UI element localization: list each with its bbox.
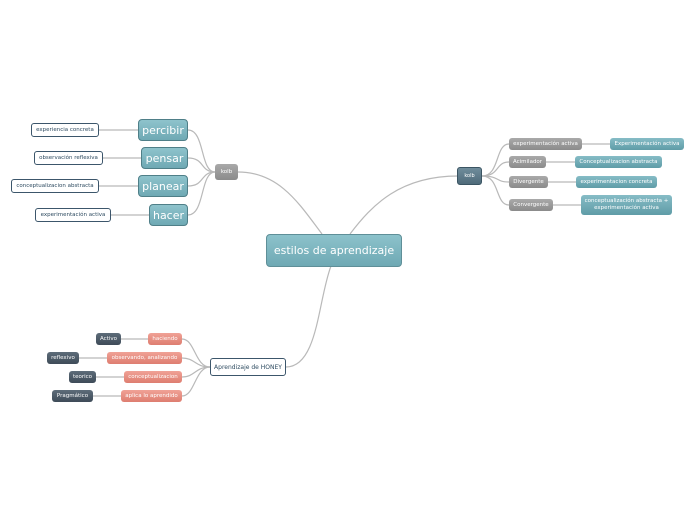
kolb-style-detail-experimentacion[interactable]: Experimentación activa — [610, 138, 684, 150]
branch-kolb-left[interactable]: kolb — [215, 164, 238, 180]
connector-central-kolb-right — [349, 175, 459, 235]
central-topic[interactable]: estilos de aprendizaje — [266, 234, 402, 267]
kolb-detail-conceptualizacion[interactable]: conceptualizacion abstracta — [11, 179, 99, 193]
kolb-style-acimilador[interactable]: Acimilador — [509, 156, 546, 168]
kolb-item-hacer[interactable]: hacer — [149, 204, 188, 226]
kolb-detail-experimentacion[interactable]: experimentación activa — [35, 208, 111, 222]
honey-style-reflexivo[interactable]: reflexivo — [47, 352, 79, 364]
honey-action-observando[interactable]: observando, analizando — [107, 352, 182, 364]
kolb-style-detail-convergente[interactable]: conceptualización abstracta + experiment… — [581, 195, 672, 215]
kolb-item-pensar[interactable]: pensar — [141, 147, 188, 169]
connector-central-honey — [285, 265, 332, 368]
honey-action-haciendo[interactable]: haciendo — [148, 333, 182, 345]
kolb-item-percibir[interactable]: percibir — [138, 119, 188, 141]
connector-central-kolb-left — [237, 171, 323, 235]
kolb-style-detail-acimilador[interactable]: Conceptualizacion abstracta — [575, 156, 662, 168]
kolb-detail-experiencia[interactable]: experiencia concreta — [31, 123, 99, 137]
kolb-style-detail-divergente[interactable]: experimentacion concreta — [576, 176, 657, 188]
honey-action-aplica[interactable]: aplica lo aprendido — [121, 390, 182, 402]
kolb-item-planear[interactable]: planear — [138, 175, 188, 197]
honey-style-pragmatico[interactable]: Pragmático — [52, 390, 93, 402]
kolb-style-divergente[interactable]: Divergente — [509, 176, 548, 188]
honey-style-activo[interactable]: Activo — [96, 333, 121, 345]
convergente-detail-line1: conceptualización abstracta + — [584, 198, 669, 204]
branch-kolb-right[interactable]: kolb — [457, 167, 482, 185]
honey-action-conceptualizacion[interactable]: conceptualizacion — [124, 371, 182, 383]
convergente-detail-line2: experimentación activa — [594, 205, 659, 211]
kolb-detail-observacion[interactable]: observación reflexiva — [34, 151, 103, 165]
kolb-style-convergente[interactable]: Convergente — [509, 199, 553, 211]
kolb-style-experimentacion[interactable]: experimentación activa — [509, 138, 582, 150]
honey-style-teorico[interactable]: teorico — [69, 371, 96, 383]
branch-honey[interactable]: Aprendizaje de HONEY — [210, 358, 286, 376]
